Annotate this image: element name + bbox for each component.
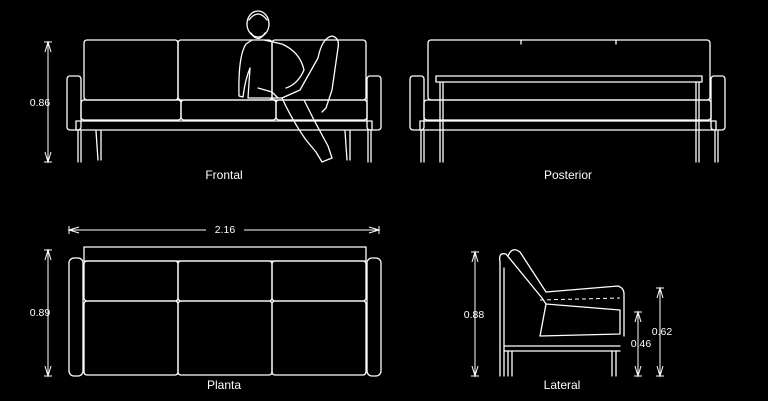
person-right-arm bbox=[263, 39, 305, 89]
person-torso bbox=[247, 67, 283, 99]
side-seat-height-label: 0.46 bbox=[631, 338, 652, 350]
front-seat-cushion-right bbox=[275, 99, 368, 121]
plan-arm-left bbox=[68, 257, 84, 377]
front-base-rail bbox=[75, 120, 373, 131]
person-raised-leg bbox=[281, 35, 340, 113]
front-arm-left bbox=[66, 75, 82, 131]
front-seat-cushion-middle bbox=[180, 99, 277, 121]
back-arm-right bbox=[710, 75, 726, 131]
side-back-frame bbox=[499, 261, 505, 377]
plan-width-label: 2.16 bbox=[215, 224, 236, 236]
back-upper-panel bbox=[427, 39, 711, 101]
plan-seat-cushion-middle bbox=[177, 300, 273, 376]
person-left-arm bbox=[238, 39, 253, 98]
side-arm-top bbox=[545, 285, 625, 337]
person-hair bbox=[248, 13, 268, 21]
person-hand bbox=[257, 87, 279, 99]
front-arm-right bbox=[366, 75, 382, 131]
front-view: 0.86 Frontal bbox=[30, 10, 382, 182]
side-back-cushion-outer bbox=[498, 253, 547, 305]
side-view-caption: Lateral bbox=[544, 378, 581, 392]
front-back-cushion-left bbox=[83, 39, 179, 101]
back-legs bbox=[420, 130, 719, 163]
back-arm-left bbox=[409, 75, 425, 131]
plan-width-dimension-arrows bbox=[67, 226, 381, 234]
plan-width-label-bg bbox=[206, 222, 244, 236]
side-seat-hidden-line bbox=[539, 297, 621, 301]
side-arm-height-label: 0.62 bbox=[652, 326, 673, 338]
back-view: Posterior bbox=[409, 39, 726, 182]
side-view: 0.88 0.46 0.62 Lateral bbox=[464, 249, 673, 392]
side-seat-cushion bbox=[539, 303, 621, 337]
front-back-cushion-right bbox=[271, 39, 367, 101]
front-back-cushion-middle bbox=[177, 39, 273, 101]
back-seat-band bbox=[423, 99, 712, 121]
side-height-label: 0.88 bbox=[464, 309, 485, 321]
person-beard bbox=[250, 32, 266, 40]
side-arm-height-dimension-arrows bbox=[656, 286, 664, 378]
plan-arm-right bbox=[366, 257, 382, 377]
front-seat-cushion-left bbox=[80, 99, 182, 121]
front-legs bbox=[77, 130, 372, 163]
plan-depth-dimension-arrows bbox=[44, 248, 52, 378]
side-back-cushion-inner bbox=[507, 249, 547, 293]
back-view-caption: Posterior bbox=[544, 168, 592, 182]
seated-person-figure bbox=[238, 10, 340, 163]
plan-view-caption: Planta bbox=[207, 378, 241, 392]
back-stretcher-bar bbox=[435, 75, 703, 83]
front-view-caption: Frontal bbox=[205, 168, 242, 182]
plan-back-cushion-left bbox=[83, 260, 179, 302]
person-head bbox=[246, 10, 270, 38]
back-base-rail bbox=[419, 120, 717, 131]
front-height-label: 0.86 bbox=[30, 97, 51, 109]
plan-back-cushion-middle bbox=[177, 260, 273, 302]
plan-back-strip bbox=[83, 246, 367, 262]
plan-seat-cushion-left bbox=[83, 300, 179, 376]
side-height-dimension-arrows bbox=[471, 250, 479, 378]
front-height-dimension-arrows bbox=[44, 40, 52, 164]
back-cushion-seams bbox=[520, 39, 617, 45]
back-tall-legs bbox=[439, 81, 700, 163]
plan-back-cushion-right bbox=[271, 260, 367, 302]
side-legs bbox=[507, 350, 617, 377]
plan-depth-label: 0.89 bbox=[30, 307, 51, 319]
person-lowered-leg bbox=[281, 97, 333, 163]
side-seat-height-dimension-arrows bbox=[634, 310, 642, 378]
plan-view: 2.16 0.89 Planta bbox=[30, 222, 382, 392]
plan-seat-cushion-right bbox=[271, 300, 367, 376]
side-base-rail bbox=[503, 345, 621, 352]
